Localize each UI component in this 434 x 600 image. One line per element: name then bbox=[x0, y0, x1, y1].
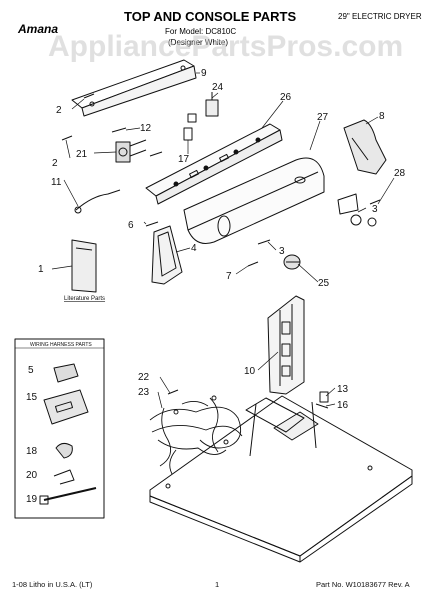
callout-24: 24 bbox=[212, 82, 224, 93]
part-2-screw bbox=[61, 93, 95, 141]
callout-18: 18 bbox=[26, 446, 38, 457]
callout-20: 20 bbox=[26, 470, 38, 481]
callout-9: 9 bbox=[201, 68, 207, 79]
callout-28: 28 bbox=[394, 168, 406, 179]
part-4-end-cap bbox=[151, 225, 183, 285]
part-25-knob bbox=[283, 254, 301, 270]
part-3-screw bbox=[257, 199, 381, 245]
page-title: TOP AND CONSOLE PARTS bbox=[124, 9, 296, 24]
footer-print-info: 1-08 Litho in U.S.A. (LT) bbox=[12, 580, 93, 589]
footer-page-number: 1 bbox=[215, 580, 219, 589]
part-24-switch bbox=[187, 92, 219, 123]
watermark: AppliancePartsPros.com bbox=[48, 30, 403, 63]
callout-3a: 3 bbox=[372, 204, 378, 215]
wiring-harness-parts-box bbox=[14, 338, 105, 519]
dryer-top-panel bbox=[149, 395, 413, 563]
callout-3b: 3 bbox=[279, 246, 285, 257]
callout-12: 12 bbox=[140, 123, 152, 134]
part-13-thermostat bbox=[319, 391, 329, 403]
part-17-switch bbox=[183, 127, 193, 141]
callout-4: 4 bbox=[191, 243, 197, 254]
part-7-screw bbox=[247, 261, 259, 267]
callout-27: 27 bbox=[317, 112, 329, 123]
callout-numbers: 9 24 26 27 8 2 12 2 21 17 11 28 3 6 4 3 … bbox=[26, 68, 406, 505]
part-20-clip bbox=[53, 469, 75, 485]
part-21-control-knob-assembly bbox=[115, 139, 147, 163]
part-18-strain-relief bbox=[55, 442, 73, 459]
callout-leaders bbox=[51, 72, 395, 409]
wiring-harness-box-label: WIRING HARNESS PARTS bbox=[30, 342, 92, 348]
model-subtitle: For Model: DC810C bbox=[165, 27, 236, 36]
callout-22: 22 bbox=[138, 372, 150, 383]
footer: 1-08 Litho in U.S.A. (LT) 1 Part No. W10… bbox=[12, 580, 410, 589]
callout-2a: 2 bbox=[56, 105, 62, 116]
literature-parts-label: Literature Parts bbox=[64, 296, 105, 302]
brand-logo: Amana bbox=[17, 22, 58, 36]
callout-26: 26 bbox=[280, 92, 292, 103]
callout-5: 5 bbox=[28, 365, 34, 376]
product-note: 29" ELECTRIC DRYER bbox=[338, 12, 422, 21]
callout-19: 19 bbox=[26, 494, 38, 505]
part-11-wire-harness bbox=[74, 189, 121, 214]
part-1-literature bbox=[71, 239, 97, 293]
part-10-support-bracket bbox=[267, 295, 305, 395]
part-15-terminal-block bbox=[43, 389, 89, 425]
callout-13: 13 bbox=[337, 384, 349, 395]
header: Amana TOP AND CONSOLE PARTS For Model: D… bbox=[17, 9, 422, 47]
part-12-clip bbox=[111, 127, 163, 157]
part-8-end-cap bbox=[343, 119, 387, 175]
footer-part-number: Part No. W10183677 Rev. A bbox=[316, 580, 410, 589]
callout-25: 25 bbox=[318, 278, 330, 289]
callout-15: 15 bbox=[26, 392, 38, 403]
callout-1: 1 bbox=[38, 264, 44, 275]
part-16-clip bbox=[315, 403, 329, 409]
callout-7: 7 bbox=[226, 271, 232, 282]
callout-11: 11 bbox=[51, 177, 62, 188]
part-22-screw bbox=[167, 389, 179, 395]
part-23-wiring-harness bbox=[149, 395, 243, 475]
part-6-screw bbox=[145, 221, 159, 227]
callout-10: 10 bbox=[244, 366, 256, 377]
callout-23: 23 bbox=[138, 387, 150, 398]
callout-21: 21 bbox=[76, 149, 88, 160]
callout-8: 8 bbox=[379, 111, 385, 122]
part-19-cable-tie bbox=[39, 487, 97, 505]
callout-16: 16 bbox=[337, 400, 349, 411]
part-26-control-panel bbox=[145, 123, 283, 205]
callout-2b: 2 bbox=[52, 158, 58, 169]
callout-17: 17 bbox=[178, 154, 190, 165]
part-27-console bbox=[183, 157, 325, 244]
color-subtitle: (Designer White) bbox=[168, 38, 228, 47]
part-5-connector bbox=[53, 363, 79, 383]
part-9-top-panel-trim bbox=[71, 59, 197, 117]
callout-6: 6 bbox=[128, 220, 134, 231]
part-28-light-socket bbox=[337, 193, 377, 227]
